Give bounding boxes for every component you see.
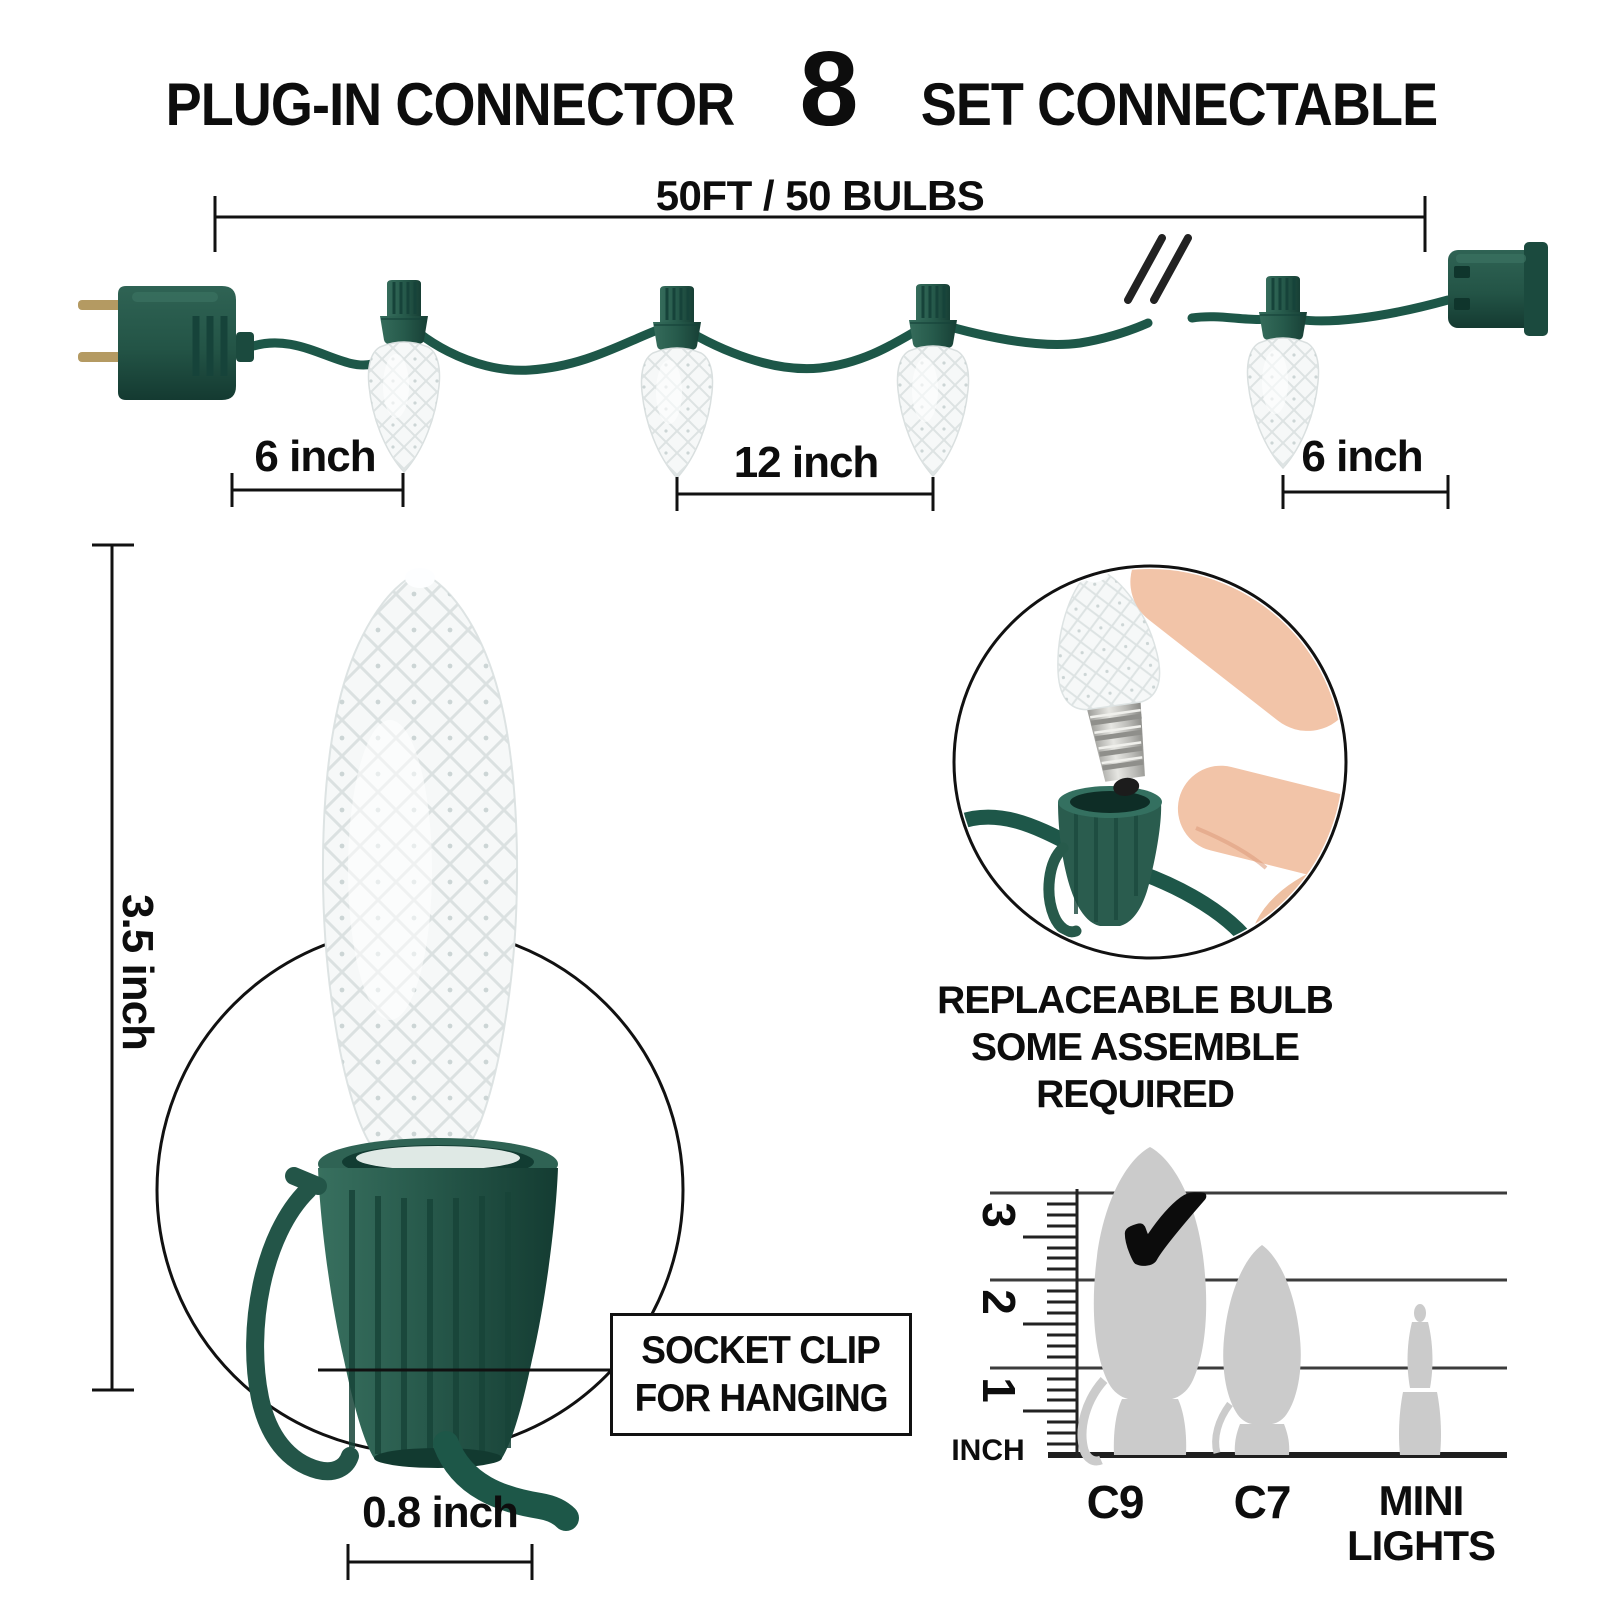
socket-clip-callout: SOCKET CLIP FOR HANGING [610, 1313, 912, 1436]
base-width-label: 0.8 inch [362, 1488, 519, 1537]
replaceable-line1: REPLACEABLE BULB [937, 979, 1334, 1022]
ruler-number-3: 3 [973, 1202, 1025, 1228]
replacement-socket [1043, 786, 1162, 938]
title-number: 8 [799, 30, 859, 148]
callout-line1: SOCKET CLIP [641, 1328, 882, 1372]
break-marks [1124, 234, 1192, 304]
ruler-number-2: 2 [973, 1289, 1025, 1315]
height-dimension-line [92, 543, 134, 1392]
c7-silhouette [1212, 1245, 1301, 1455]
spacing-label-left: 6 inch [254, 432, 376, 481]
size-ruler [1023, 1189, 1079, 1458]
title-right: SET CONNECTABLE [921, 71, 1438, 138]
female-connector-icon [1448, 242, 1548, 336]
socket-clip [246, 1167, 359, 1481]
dimension-line-50ft [213, 196, 1427, 252]
power-cord [433, 1431, 579, 1531]
size-chart [990, 1147, 1507, 1466]
replaceable-inset [957, 569, 1343, 955]
bulb-type-label-c9: C9 [1086, 1476, 1145, 1528]
replaceable-note: REPLACEABLE BULB SOME ASSEMBLE REQUIRED [875, 978, 1395, 1118]
spacing-label-right: 6 inch [1301, 432, 1423, 481]
title-left: PLUG-IN CONNECTOR [165, 71, 735, 138]
male-plug-icon [78, 286, 254, 400]
bulb-type-label-mini: MINI LIGHTS [1347, 1477, 1496, 1570]
mini-silhouette [1399, 1304, 1441, 1455]
callout-line2: FOR HANGING [634, 1376, 888, 1420]
bulb-type-label-c7: C7 [1233, 1476, 1292, 1528]
ruler-unit-label: INCH [951, 1434, 1025, 1467]
page-title: PLUG-IN CONNECTOR 8 SET CONNECTABLE [0, 36, 1600, 142]
c9-silhouette [1077, 1147, 1207, 1466]
spacing-label-middle: 12 inch [733, 438, 880, 487]
string-length-label: 50FT / 50 BULBS [655, 172, 985, 219]
replaceable-line2: SOME ASSEMBLE REQUIRED [971, 1025, 1300, 1116]
replacement-bulb [1057, 569, 1161, 796]
bulb-height-label: 3.5 inch [113, 894, 162, 1050]
spacing-dimension-lines [230, 473, 1450, 511]
base-width-dimension [346, 1544, 534, 1580]
large-socket [246, 1138, 579, 1531]
checkmark-icon: ✔ [1112, 1160, 1220, 1303]
inset-circle-outline [952, 564, 1348, 960]
large-bulb [321, 568, 519, 1153]
ruler-number-1: 1 [973, 1377, 1025, 1403]
